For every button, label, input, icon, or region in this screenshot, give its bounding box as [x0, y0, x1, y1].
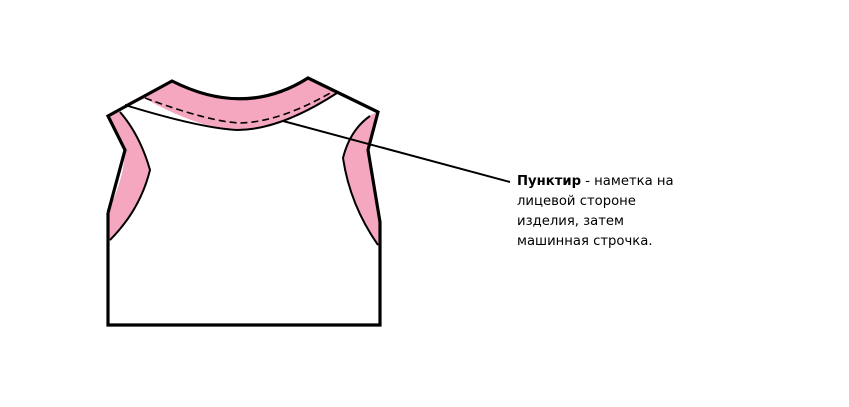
- right-armhole-seam: [341, 115, 379, 246]
- garment-outline: [105, 76, 382, 327]
- basting-dashed-line: [144, 91, 333, 124]
- annotation-term: Пунктир: [517, 174, 582, 189]
- neckline-inner-seam: [124, 92, 338, 132]
- left-armhole-seam: [109, 111, 152, 241]
- annotation-text: Пунктир - наметка на лицевой стороне изд…: [517, 172, 692, 252]
- leader-line: [282, 120, 511, 183]
- annotation-description: - наметка на лицевой стороне изделия, за…: [517, 174, 674, 249]
- garment-body: [108, 78, 380, 325]
